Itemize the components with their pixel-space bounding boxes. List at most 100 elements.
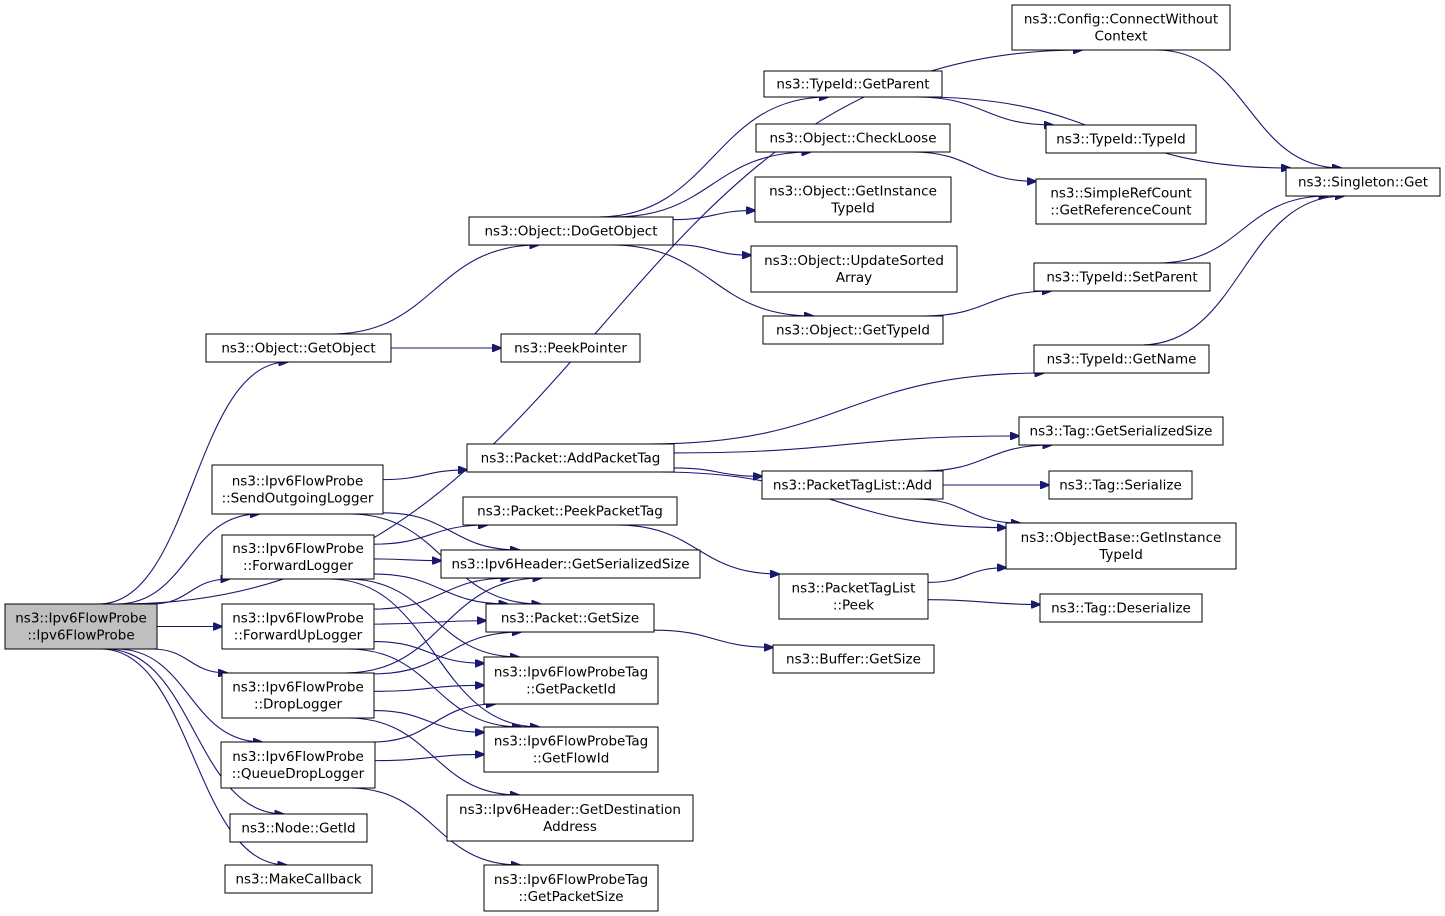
node-getflowid[interactable]: ns3::Ipv6FlowProbeTag::GetFlowId (483, 726, 659, 773)
call-edge-dogetobject-to-getinstance (672, 210, 755, 221)
node-label: ns3::Tag::Deserialize (1051, 601, 1191, 617)
node-box (1033, 262, 1211, 292)
node-label: ::QueueDropLogger (232, 766, 365, 782)
call-edge-root-to-droplogger (151, 648, 227, 673)
node-label: ns3::Packet::PeekPacketTag (477, 504, 663, 520)
call-edge-droplogger-to-getpacketid (373, 685, 484, 692)
node-sendlogger[interactable]: ns3::Ipv6FlowProbe::SendOutgoingLogger (211, 464, 384, 515)
node-label: ns3::Ipv6FlowProbe (232, 749, 364, 765)
node-box (220, 741, 376, 789)
node-packetgetsize[interactable]: ns3::Packet::GetSize (485, 603, 655, 633)
node-peekpointer[interactable]: ns3::PeekPointer (500, 333, 641, 363)
call-edge-forwardlogger-to-ipv6serialsize (373, 559, 441, 561)
call-edge-dogetobject-to-updatesorted (672, 244, 751, 255)
node-nodegetid[interactable]: ns3::Node::GetId (229, 813, 368, 843)
node-box (4, 603, 158, 650)
node-box (468, 216, 674, 246)
node-box (754, 176, 952, 223)
call-edge-root-to-sendlogger (116, 514, 259, 605)
node-gettypeid[interactable]: ns3::Object::GetTypeId (762, 315, 944, 345)
call-edge-setparent-to-singleton (1157, 196, 1328, 264)
node-refcount[interactable]: ns3::SimpleRefCount::GetReferenceCount (1035, 178, 1207, 225)
node-ptlpeek[interactable]: ns3::PacketTagList::Peek (778, 573, 929, 620)
call-edge-ptladd-to-tagserialsize (922, 445, 1051, 472)
call-edge-dogetobject-to-gettypeid (610, 244, 813, 316)
node-setparent[interactable]: ns3::TypeId::SetParent (1033, 262, 1211, 292)
node-label: ns3::Ipv6Header::GetSerializedSize (451, 557, 689, 573)
node-label: ns3::Object::GetTypeId (776, 323, 930, 339)
call-edge-forwarduplogger-to-ipv6serialsize (373, 578, 509, 610)
call-edge-checkloose-to-refcount (912, 151, 1036, 181)
call-edge-addpackettag-to-ptladd (673, 467, 762, 476)
node-box (762, 315, 944, 345)
node-box (1033, 344, 1210, 374)
node-box (763, 70, 943, 98)
node-checkloose[interactable]: ns3::Object::CheckLoose (755, 123, 951, 153)
call-edges (98, 49, 1344, 865)
node-box (761, 470, 944, 500)
call-edge-ptladd-to-objbaseinst (914, 498, 1020, 523)
call-edge-getname-to-singleton (1140, 196, 1344, 346)
node-ipv6serialsize[interactable]: ns3::Ipv6Header::GetSerializedSize (440, 549, 701, 579)
node-label: TypeId (830, 201, 875, 217)
node-label: ns3::PeekPointer (514, 341, 627, 357)
node-box (483, 726, 659, 773)
node-buffergetsize[interactable]: ns3::Buffer::GetSize (772, 644, 935, 674)
node-getobject[interactable]: ns3::Object::GetObject (205, 333, 392, 363)
node-dogetobject[interactable]: ns3::Object::DoGetObject (468, 216, 674, 246)
node-box (221, 603, 375, 650)
call-edge-ptlpeek-to-objbaseinst (927, 568, 1006, 583)
node-label: Array (836, 270, 872, 286)
node-label: ns3::TypeId::GetName (1047, 352, 1197, 368)
call-edge-droplogger-to-ipv6serialsize (344, 578, 542, 674)
node-label: ns3::SimpleRefCount (1050, 186, 1191, 202)
node-droplogger[interactable]: ns3::Ipv6FlowProbe::DropLogger (221, 672, 375, 719)
node-ptladd[interactable]: ns3::PacketTagList::Add (761, 470, 944, 500)
node-getpacketsize[interactable]: ns3::Ipv6FlowProbeTag::GetPacketSize (483, 864, 659, 912)
node-tagserialsize[interactable]: ns3::Tag::GetSerializedSize (1018, 416, 1224, 446)
node-label: ns3::PacketTagList (792, 581, 916, 597)
node-label: ns3::Tag::GetSerializedSize (1030, 424, 1213, 440)
node-singleton[interactable]: ns3::Singleton::Get (1285, 167, 1441, 197)
node-label: ns3::Ipv6FlowProbeTag (494, 734, 648, 750)
node-peekpackettag[interactable]: ns3::Packet::PeekPacketTag (462, 496, 678, 526)
call-edge-forwarduplogger-to-getpacketid (373, 640, 484, 664)
node-getpacketid[interactable]: ns3::Ipv6FlowProbeTag::GetPacketId (483, 656, 659, 705)
node-addpackettag[interactable]: ns3::Packet::AddPacketTag (466, 443, 675, 473)
node-label: ns3::Ipv6FlowProbe (232, 541, 364, 557)
call-edge-connect-to-singleton (1156, 49, 1341, 168)
node-forwardlogger[interactable]: ns3::Ipv6FlowProbe::ForwardLogger (221, 534, 375, 580)
node-tagserialize[interactable]: ns3::Tag::Serialize (1048, 470, 1193, 500)
node-box (1005, 522, 1237, 570)
node-label: Address (543, 819, 597, 835)
node-box (750, 245, 958, 293)
node-getparent[interactable]: ns3::TypeId::GetParent (763, 70, 943, 98)
call-edge-queuedroplogger-to-getpacketsize (349, 787, 520, 865)
node-queuedroplogger[interactable]: ns3::Ipv6FlowProbe::QueueDropLogger (220, 741, 376, 789)
node-label: ::ForwardUpLogger (234, 628, 363, 644)
node-label: ::GetPacketSize (518, 889, 623, 905)
node-label: ns3::Ipv6FlowProbeTag (494, 872, 648, 888)
node-label: ns3::Object::GetInstance (769, 184, 937, 200)
node-tagdeserialize[interactable]: ns3::Tag::Deserialize (1039, 593, 1203, 623)
node-label: ::GetFlowId (533, 751, 610, 767)
node-forwarduplogger[interactable]: ns3::Ipv6FlowProbe::ForwardUpLogger (221, 603, 375, 650)
node-box (221, 672, 375, 719)
node-label: ns3::Ipv6FlowProbe (232, 474, 364, 490)
node-label: ns3::Node::GetId (241, 821, 355, 837)
node-typeid[interactable]: ns3::TypeId::TypeId (1045, 124, 1197, 154)
node-makecallback[interactable]: ns3::MakeCallback (224, 864, 373, 894)
node-label: ns3::Ipv6Header::GetDestination (459, 802, 681, 818)
node-label: TypeId (1098, 547, 1143, 563)
call-edge-root-to-makecallback (100, 648, 286, 865)
node-label: ns3::Buffer::GetSize (786, 652, 921, 668)
node-getname[interactable]: ns3::TypeId::GetName (1033, 344, 1210, 374)
node-label: ::ForwardLogger (243, 558, 353, 574)
call-edge-sendlogger-to-ipv6serialsize (382, 512, 519, 550)
node-box (229, 813, 368, 843)
